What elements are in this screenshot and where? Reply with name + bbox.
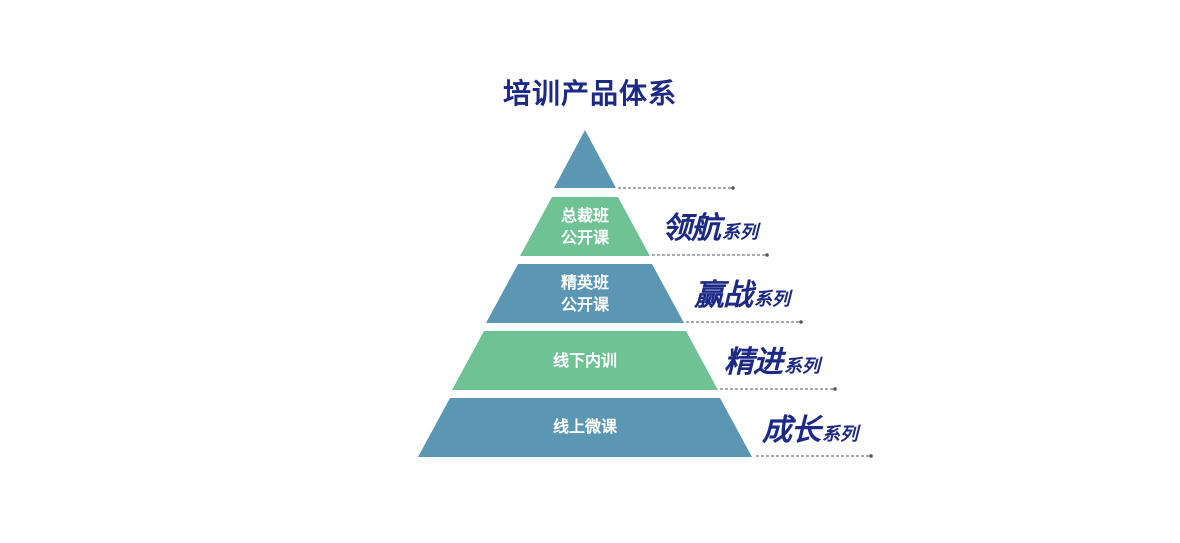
series-name-3: 精进 bbox=[724, 345, 783, 380]
pyramid-tier-3 bbox=[452, 331, 718, 390]
series-suffix-4: 系列 bbox=[822, 424, 858, 445]
series-name-2: 赢战 bbox=[694, 278, 753, 313]
pyramid-tier-1 bbox=[520, 197, 650, 256]
leader-dot-4 bbox=[869, 454, 873, 458]
leader-dot-2 bbox=[799, 320, 803, 324]
diagram-title: 培训产品体系 bbox=[502, 77, 677, 110]
leader-dot-3 bbox=[833, 387, 837, 391]
tier-label-3: 线下内训 bbox=[552, 351, 617, 370]
series-label-4: 成长系列 bbox=[762, 405, 858, 449]
leader-dot-0 bbox=[731, 186, 735, 190]
leader-dot-1 bbox=[765, 253, 769, 257]
series-name-1: 领航 bbox=[662, 211, 721, 246]
series-suffix-3: 系列 bbox=[784, 356, 820, 377]
series-suffix-2: 系列 bbox=[754, 289, 790, 310]
series-suffix-1: 系列 bbox=[722, 222, 758, 243]
series-name-4: 成长 bbox=[762, 413, 821, 448]
series-label-1: 领航系列 bbox=[662, 203, 758, 247]
series-label-3: 精进系列 bbox=[724, 337, 820, 381]
tier-label-2: 精英班 公开课 bbox=[560, 273, 609, 314]
tier-label-1: 总裁班 公开课 bbox=[560, 206, 609, 247]
pyramid-tier-2 bbox=[486, 264, 684, 323]
series-label-2: 赢战系列 bbox=[694, 270, 790, 314]
tier-label-4: 线上微课 bbox=[552, 417, 617, 436]
pyramid-tier-4 bbox=[418, 398, 752, 457]
pyramid-tier-apex bbox=[554, 130, 616, 188]
